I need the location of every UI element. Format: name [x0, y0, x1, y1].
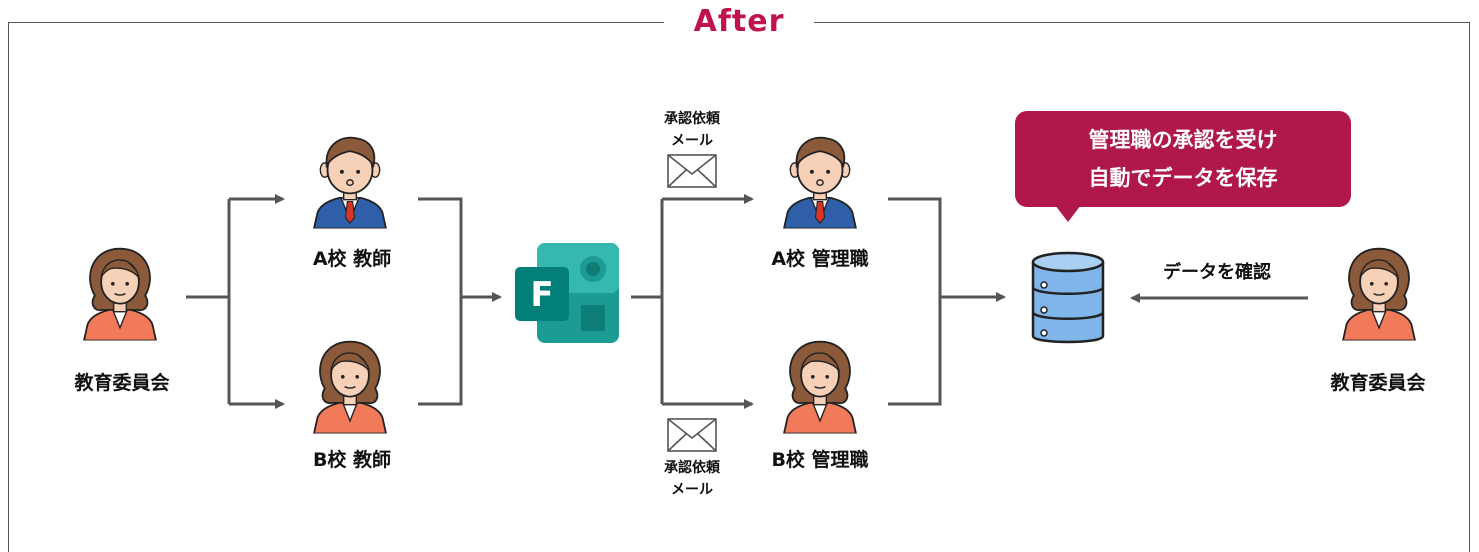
- callout-line1: 管理職の承認を受け: [1088, 128, 1278, 152]
- check-data-label: データを確認: [1163, 262, 1271, 283]
- board-left-label: 教育委員会: [74, 372, 170, 394]
- board-member-left-icon: [75, 236, 165, 346]
- manager-b-label: B校 管理職: [771, 449, 869, 471]
- microsoft-forms-icon: F: [515, 243, 619, 343]
- callout-line2: 自動でデータを保存: [1088, 166, 1278, 190]
- diagram-title: After: [664, 0, 814, 44]
- mail-bottom-icon: [667, 418, 717, 452]
- teacher-b-icon: [305, 330, 395, 438]
- board-member-right-icon: [1334, 236, 1424, 346]
- manager-a-icon: [775, 125, 865, 233]
- teacher-a-label: A校 教師: [312, 248, 392, 270]
- teacher-a-icon: [305, 125, 395, 233]
- board-right-label: 教育委員会: [1330, 372, 1426, 394]
- manager-a-label: A校 管理職: [771, 248, 869, 270]
- mail-top-icon: [667, 154, 717, 188]
- forms-letter: F: [530, 275, 553, 315]
- mail-top-label: 承認依頼メール: [664, 111, 720, 149]
- database-icon: [1031, 251, 1105, 344]
- teacher-b-label: B校 教師: [312, 449, 392, 471]
- callout-bubble: 管理職の承認を受け 自動でデータを保存: [1015, 111, 1351, 207]
- manager-b-icon: [775, 330, 865, 438]
- mail-bottom-label: 承認依頼メール: [664, 460, 720, 498]
- callout-tail: [1055, 205, 1081, 222]
